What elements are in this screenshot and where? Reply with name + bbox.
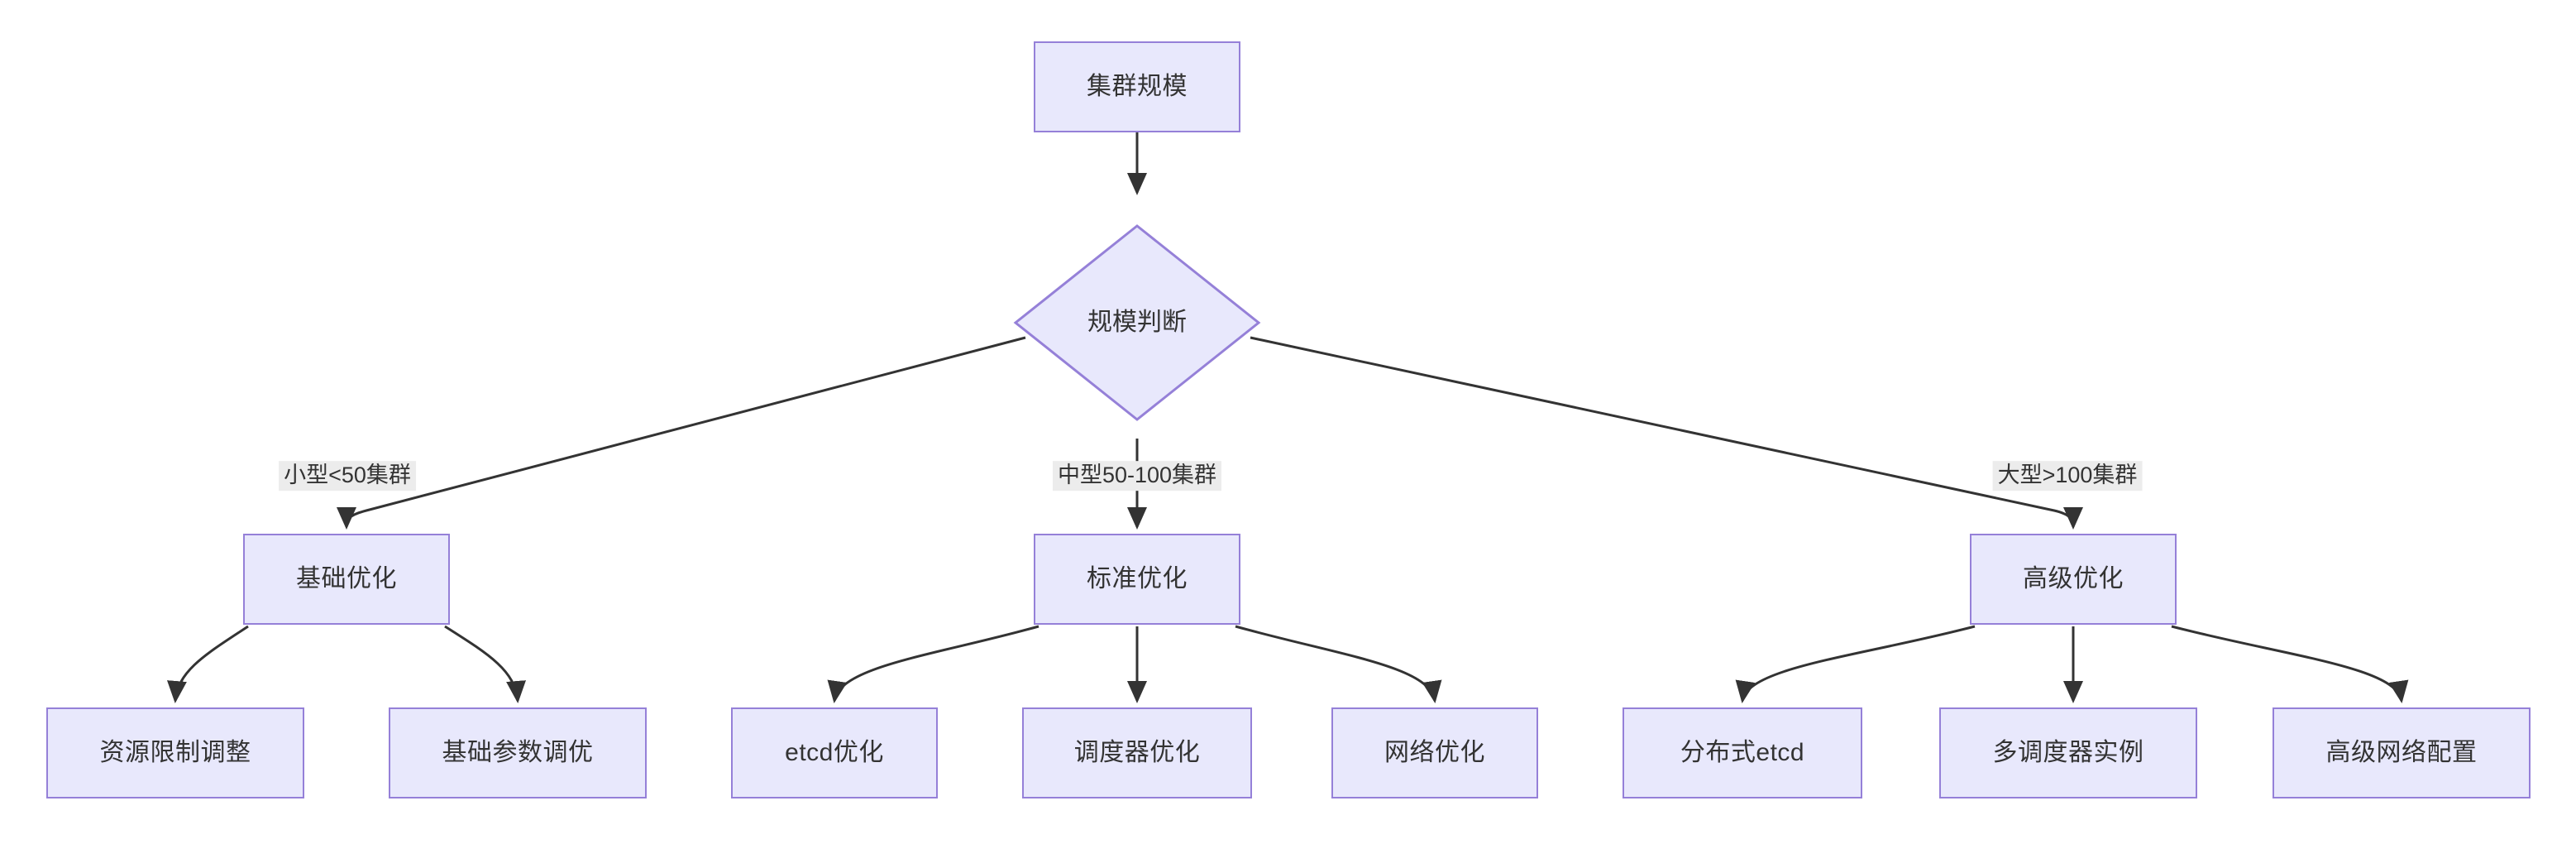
node-cluster-scale[interactable]: 集群规模 (1034, 41, 1240, 132)
node-standard-optimization-label: 标准优化 (1087, 565, 1188, 592)
node-basic-optimization-label: 基础优化 (296, 565, 397, 592)
edge-label-medium-cluster: 中型50-100集群 (1052, 461, 1222, 491)
node-scale-decision[interactable]: 规模判断 (1013, 223, 1261, 422)
node-network-optimization-label: 网络优化 (1384, 739, 1485, 766)
node-basic-parameter-tuning[interactable]: 基础参数调优 (389, 707, 647, 798)
node-etcd-optimization[interactable]: etcd优化 (731, 707, 938, 798)
edge-decision-to-advanced (1250, 336, 2083, 530)
edge-decision-to-basic (337, 336, 1026, 530)
node-multi-scheduler-instances[interactable]: 多调度器实例 (1939, 707, 2197, 798)
edge-standard-to-network (1235, 625, 1442, 703)
node-advanced-optimization[interactable]: 高级优化 (1970, 534, 2177, 625)
edge-advanced-to-distributed-etcd (1735, 625, 1976, 703)
node-basic-optimization[interactable]: 基础优化 (243, 534, 450, 625)
node-advanced-network-config[interactable]: 高级网络配置 (2273, 707, 2531, 798)
edge-basic-to-basic-param (444, 625, 527, 703)
node-scale-decision-label-wrap: 规模判断 (1013, 223, 1261, 422)
node-distributed-etcd-label: 分布式etcd (1680, 739, 1805, 766)
node-scale-decision-label: 规模判断 (1087, 309, 1187, 336)
node-distributed-etcd[interactable]: 分布式etcd (1623, 707, 1862, 798)
edge-basic-to-resource-limit (167, 625, 249, 703)
node-scheduler-optimization[interactable]: 调度器优化 (1022, 707, 1252, 798)
diamond-shape (1013, 223, 1261, 422)
node-etcd-optimization-label: etcd优化 (785, 739, 884, 766)
node-advanced-network-config-label: 高级网络配置 (2325, 739, 2478, 766)
node-basic-parameter-tuning-label: 基础参数调优 (442, 739, 594, 766)
node-advanced-optimization-label: 高级优化 (2023, 565, 2124, 592)
edge-standard-to-etcd (827, 625, 1039, 703)
node-resource-limit-adjustment-label: 资源限制调整 (99, 739, 251, 766)
edge-advanced-to-advanced-network (2171, 625, 2409, 703)
node-scheduler-optimization-label: 调度器优化 (1073, 739, 1201, 766)
node-network-optimization[interactable]: 网络优化 (1331, 707, 1538, 798)
edge-label-large-cluster: 大型>100集群 (1992, 461, 2143, 491)
node-multi-scheduler-instances-label: 多调度器实例 (1992, 739, 2144, 766)
edge-label-small-cluster: 小型<50集群 (279, 461, 416, 491)
node-resource-limit-adjustment[interactable]: 资源限制调整 (46, 707, 304, 798)
node-cluster-scale-label: 集群规模 (1087, 73, 1188, 100)
node-standard-optimization[interactable]: 标准优化 (1034, 534, 1240, 625)
